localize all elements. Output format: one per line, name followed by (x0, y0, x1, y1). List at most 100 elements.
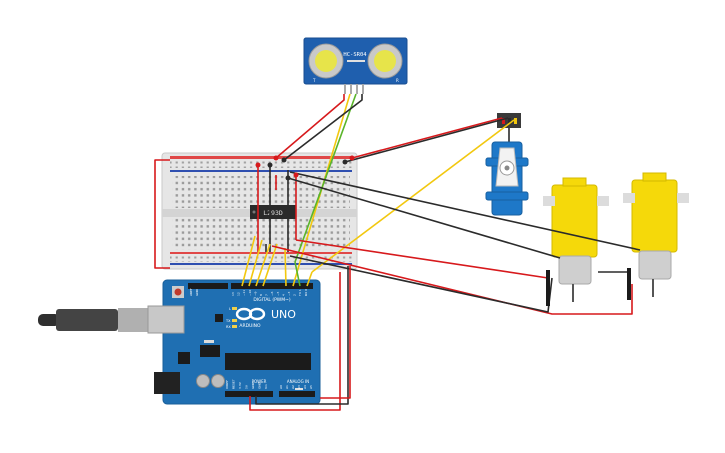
analog-pin-label: A5 (309, 385, 313, 389)
analog-pin-label: A4 (303, 385, 307, 389)
led-label-l: L (229, 307, 231, 311)
rail-red-top (170, 156, 352, 159)
power-pin-label: IOREF (225, 380, 229, 389)
digital-pin-label: ~11 (242, 290, 246, 296)
wire-digital-7 (294, 261, 301, 287)
analog-pin-label: A0 (279, 385, 283, 389)
terminal-strip-top (172, 176, 350, 208)
chip-label: L293D (263, 209, 283, 217)
digital-label: DIGITAL (PWM~) (253, 297, 291, 303)
usb-cable (38, 314, 60, 326)
power-pin-label: 3.3V (238, 381, 242, 389)
power-pin-label: GND (251, 381, 255, 389)
digital-pin-label: 4 (281, 294, 285, 296)
servo-motor (485, 113, 529, 216)
analog-label: ANALOG IN (287, 379, 309, 384)
wire-motor-left-a (287, 177, 561, 259)
sensor-pin-gnd (362, 84, 364, 94)
analog-pin-label: A3 (297, 385, 301, 389)
aref-pin-label: AREF (189, 288, 193, 296)
wire-power-gnd (255, 266, 349, 405)
led-label-rx: RX (226, 325, 231, 329)
dc-motor-right-shaft (652, 279, 654, 297)
dc-motor-left (543, 177, 609, 302)
digital-pin-label: ~6 (270, 291, 274, 296)
sensor-mesh-right (374, 50, 396, 72)
digital-pin-label: 12 (237, 292, 241, 296)
usb-chip (215, 314, 223, 322)
voltage-regulator (200, 345, 220, 357)
sensor-pin-trig (350, 84, 352, 94)
power-pin-label: GND (258, 381, 262, 389)
wire-motor-right-a (289, 171, 641, 251)
digital-header-left (188, 283, 228, 289)
wire-rail-bridge (154, 159, 170, 269)
digital-pin-label: ~9 (253, 291, 257, 296)
digital-pin-label: 7 (265, 294, 269, 296)
capacitor-1 (196, 374, 210, 388)
analog-label-underline (295, 388, 303, 390)
wire-digital-3 (255, 243, 271, 287)
wire-digital-4 (262, 243, 278, 287)
power-pin-label: Vin (264, 384, 268, 389)
power-jack (154, 372, 180, 394)
wire-digital-8 (306, 271, 313, 287)
dc-motor-left-can (558, 255, 592, 285)
usb-connector (118, 308, 148, 332)
sensor-pin-vcc (344, 84, 346, 94)
motor-right-terminal (627, 268, 631, 300)
wire-digital-2 (248, 239, 263, 287)
power-pin-label: 5V (245, 384, 249, 389)
small-ic (178, 352, 190, 364)
rail-blue-bottom (170, 263, 352, 265)
rail-holes-top (170, 161, 352, 168)
dc-motor-left-shaft (572, 284, 574, 302)
sensor-mesh-left (315, 50, 337, 72)
wire-vin (320, 266, 351, 399)
atmega-chip (225, 353, 311, 370)
wire-endpoints (255, 155, 355, 178)
rail-blue-top (170, 170, 352, 172)
digital-pin-label: TX 1 (298, 289, 302, 297)
wire-sensor-gnd (283, 94, 363, 161)
digital-header (231, 283, 313, 289)
dc-motor-right (623, 172, 689, 297)
arduino-uno-board: DIGITAL (PWM~) UNO ARDUINO L TX RX POWER… (38, 279, 321, 405)
usb-port (147, 305, 185, 334)
capacitor-2 (211, 374, 225, 388)
digital-pin-label: 8 (259, 294, 263, 296)
wire-digital-6 (292, 261, 301, 287)
wire-servo-signal (311, 119, 515, 273)
digital-pin-label: 13 (231, 292, 235, 296)
sensor-pin-echo (356, 84, 358, 94)
wire-motor-left-c (289, 255, 553, 313)
analog-pin-label: A1 (285, 385, 289, 389)
sensor-model-label: HC-SR04 (343, 52, 367, 58)
board-model-label: UNO (271, 308, 296, 321)
rail-red-bottom (170, 252, 352, 254)
sensor-r-label: R (396, 78, 399, 83)
power-label: POWER (252, 379, 267, 384)
ultrasonic-sensor: HC-SR04 T R (303, 37, 408, 94)
digital-pin-label: RX 0 (304, 289, 308, 296)
analog-pin-label: A2 (291, 385, 295, 389)
analog-header (279, 391, 315, 397)
power-header (225, 391, 273, 397)
digital-pin-label: ~10 (248, 290, 252, 296)
wire-digital-1 (241, 235, 256, 287)
motor-left-terminal (546, 270, 550, 306)
wire-servo-gnd (344, 117, 509, 163)
servo-mount-bottom (485, 191, 529, 201)
digital-pin-label: ~5 (276, 291, 280, 296)
motor-driver-chip: L293D (250, 205, 296, 219)
wire-digital-5 (284, 247, 287, 287)
status-leds: L TX RX (225, 307, 237, 329)
board-brand-label: ARDUINO (239, 323, 261, 329)
wire-servo-vcc (351, 117, 503, 159)
sensor-crystal (347, 60, 365, 62)
digital-pin-label: 2 (293, 294, 297, 296)
usb-plug (56, 309, 118, 331)
crystal (204, 340, 214, 343)
led-label-tx: TX (225, 319, 231, 323)
